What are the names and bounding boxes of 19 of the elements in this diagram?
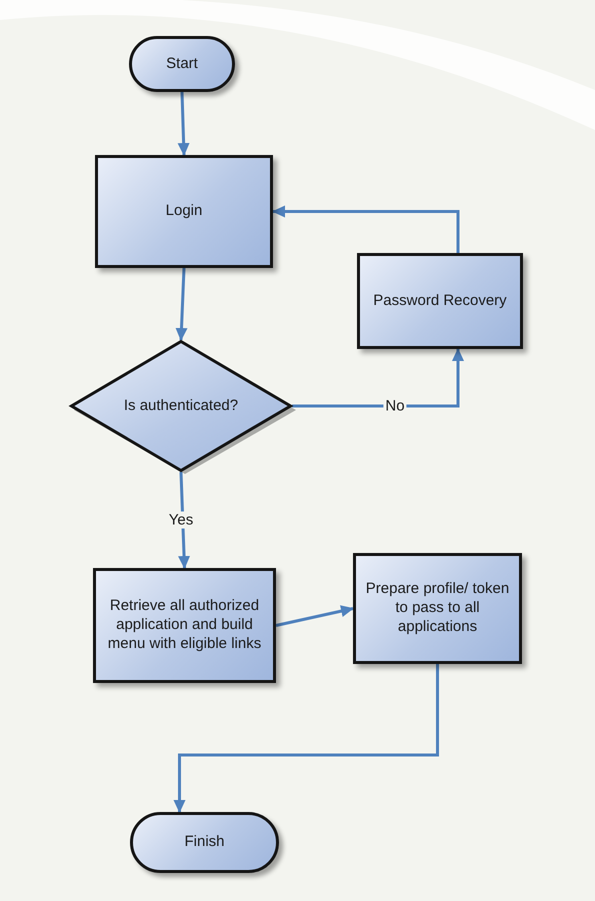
process-box: [95, 155, 273, 268]
process-box: [357, 253, 523, 349]
process-box: [93, 568, 276, 683]
node-label: Prepare profile/ token to pass to all applications: [364, 580, 510, 637]
connector-arrow: [176, 268, 188, 341]
connector-arrow: [292, 348, 464, 408]
terminator-shape: [130, 812, 279, 873]
connector-arrow: [276, 605, 354, 627]
node-label: Login: [166, 202, 202, 221]
connector-arrow: [174, 664, 439, 813]
node-label: Finish: [184, 833, 224, 852]
connector-arrow: [272, 206, 460, 253]
node-label: Password Recovery: [373, 292, 507, 310]
edge-label: Yes: [166, 512, 196, 528]
terminator-shape: [129, 36, 235, 92]
process-box: [353, 553, 522, 664]
connector-arrow: [178, 92, 190, 156]
node-label: Retrieve all authorized application and build menu with eligible links: [106, 597, 262, 654]
node-label: Start: [166, 54, 198, 74]
